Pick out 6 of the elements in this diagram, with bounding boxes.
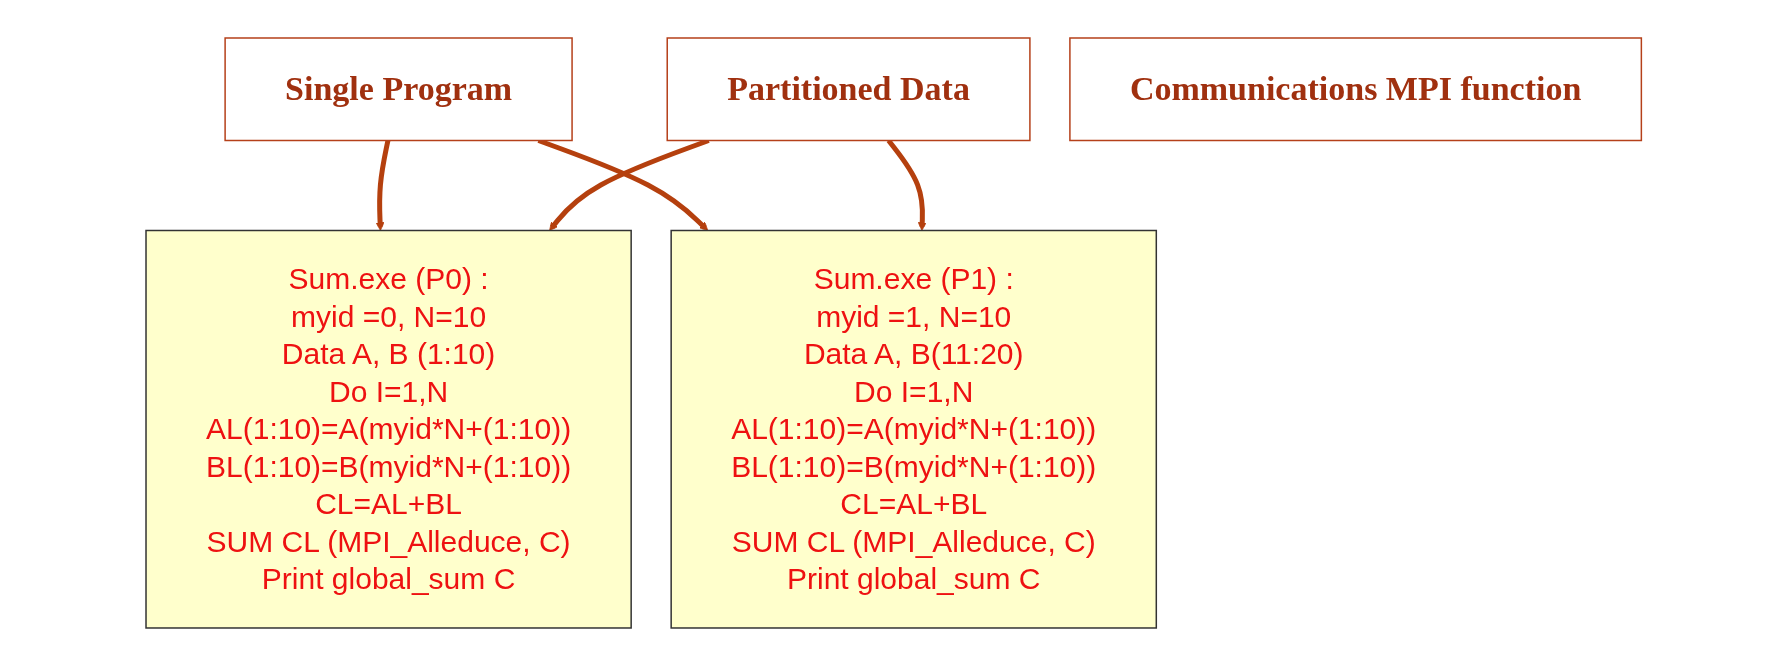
node-box: Single Program	[224, 37, 573, 142]
node-box: Communications MPI function	[1068, 37, 1642, 142]
arrow	[375, 140, 391, 231]
node-box: Sum.exe (P0) : myid =0, N=10 Data A, B (1:10) Do I=1,N AL(1:10)=A(myid*N+(1:10)) BL(1:10)=B(myid*N+(1:10)) CL=AL+BL SUM CL (MPI_Alleduce, C) Print global_sum C	[145, 229, 632, 629]
node-box: Partitioned Data	[666, 37, 1031, 142]
node-box: Sum.exe (P1) : myid =1, N=10 Data A, B(11:20) Do I=1,N AL(1:10)=A(myid*N+(1:10)) BL(1:10)=B(myid*N+(1:10)) CL=AL+BL SUM CL (MPI_Alleduce, C) Print global_sum C	[670, 229, 1157, 629]
